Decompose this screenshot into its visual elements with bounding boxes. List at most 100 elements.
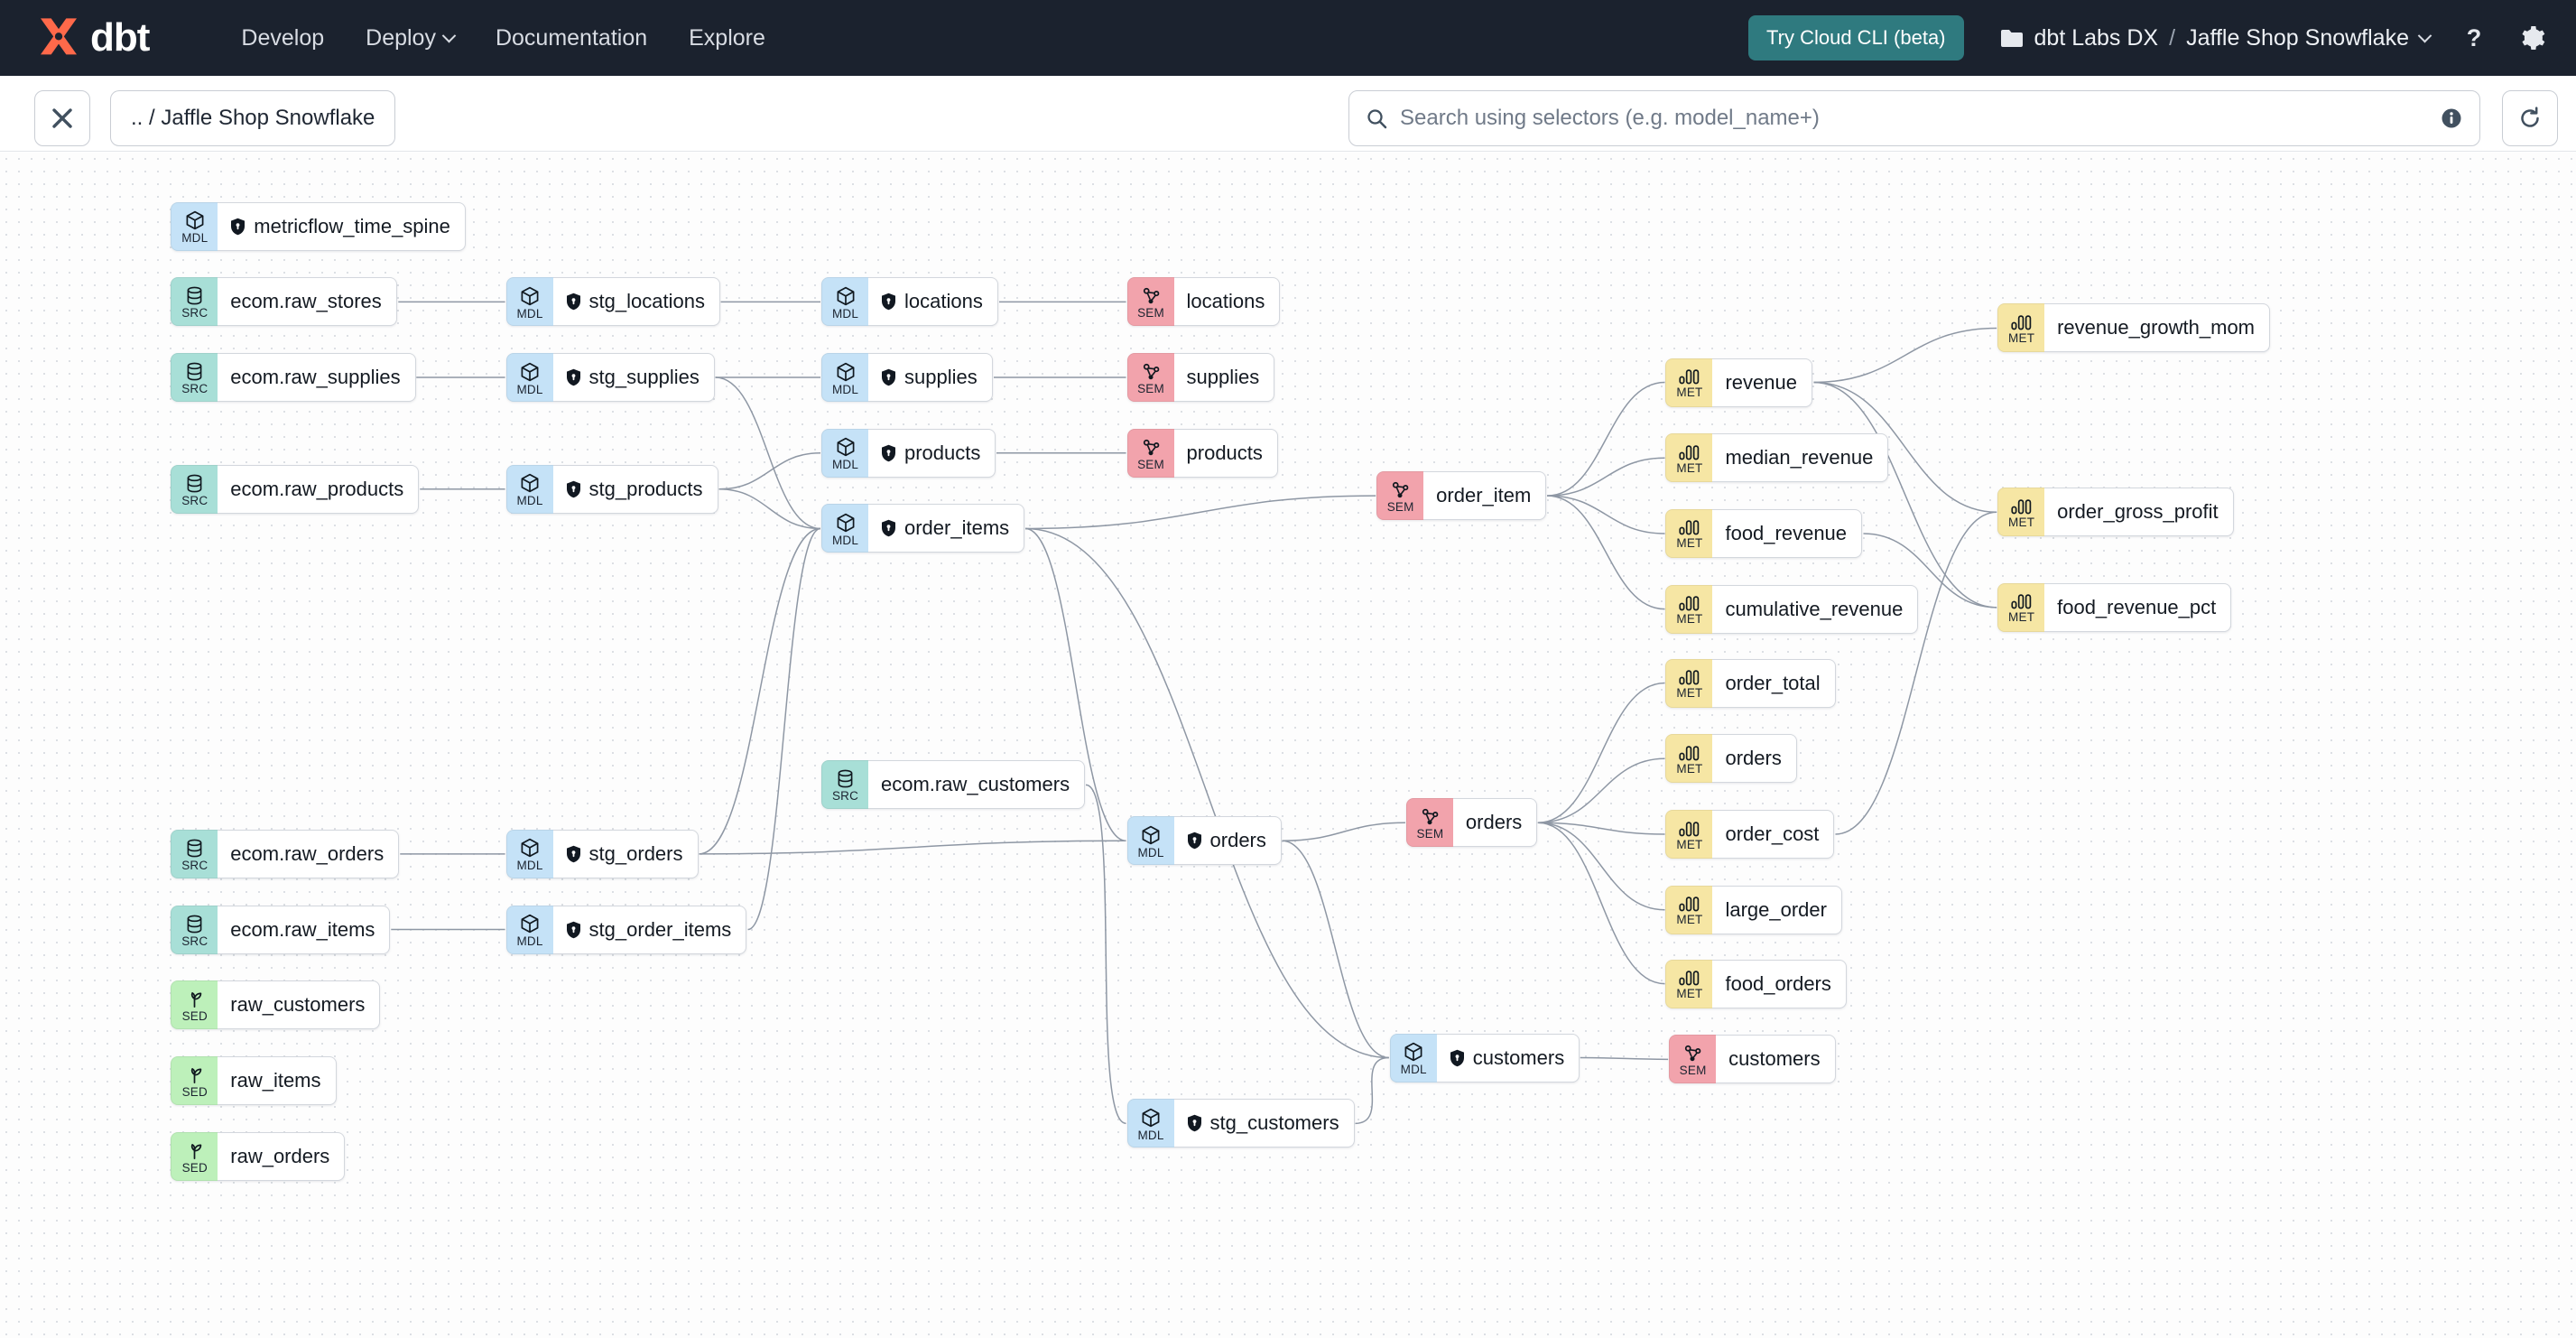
node-body[interactable]: ecom.raw_products: [218, 464, 420, 514]
node-body[interactable]: raw_items: [218, 1056, 337, 1105]
node-body[interactable]: ecom.raw_stores: [218, 277, 397, 327]
node-body[interactable]: order_total: [1712, 658, 1836, 708]
node-type-code: MDL: [1137, 1128, 1164, 1142]
node-body[interactable]: ecom.raw_supplies: [218, 353, 416, 403]
node-body[interactable]: revenue_growth_mom: [2044, 303, 2271, 353]
node-body[interactable]: ecom.raw_items: [218, 905, 391, 954]
node-body[interactable]: orders: [1712, 734, 1797, 784]
nav-item-documentation[interactable]: Documentation: [496, 25, 647, 51]
try-cloud-cli-button[interactable]: Try Cloud CLI (beta): [1748, 15, 1964, 60]
gear-icon[interactable]: [2518, 24, 2545, 51]
node-body[interactable]: locations: [868, 277, 998, 327]
node-body[interactable]: stg_products: [552, 464, 718, 514]
nav-item-deploy[interactable]: Deploy: [366, 25, 457, 51]
node-body[interactable]: raw_customers: [218, 980, 381, 1030]
node-body[interactable]: products: [1173, 428, 1278, 478]
node-body[interactable]: orders: [1173, 816, 1282, 866]
node-body[interactable]: ecom.raw_customers: [868, 760, 1086, 810]
nav-item-develop[interactable]: Develop: [241, 25, 324, 51]
search-bar[interactable]: [1348, 90, 2480, 146]
node-body[interactable]: supplies: [868, 353, 993, 403]
node-body[interactable]: stg_orders: [552, 829, 699, 878]
node-type-badge-sem: SEM: [1405, 798, 1453, 848]
graph-node-stg_customers[interactable]: MDL stg_customers: [1126, 1099, 1355, 1148]
node-body[interactable]: order_item: [1423, 471, 1547, 521]
node-body[interactable]: stg_customers: [1173, 1099, 1355, 1148]
question-mark-icon[interactable]: ?: [2460, 24, 2488, 51]
node-body[interactable]: food_orders: [1712, 959, 1847, 1008]
account-project-breadcrumb[interactable]: dbt Labs DX / Jaffle Shop Snowflake: [2000, 25, 2432, 51]
node-body[interactable]: stg_supplies: [552, 353, 715, 403]
node-body[interactable]: order_items: [868, 504, 1025, 553]
node-body[interactable]: large_order: [1712, 885, 1842, 934]
node-body[interactable]: customers: [1436, 1033, 1580, 1082]
nav-item-explore[interactable]: Explore: [689, 25, 765, 51]
node-body[interactable]: order_gross_profit: [2044, 488, 2234, 537]
node-body[interactable]: raw_orders: [218, 1131, 346, 1181]
close-button[interactable]: [34, 90, 90, 146]
node-body[interactable]: food_revenue_pct: [2044, 582, 2232, 632]
node-body[interactable]: median_revenue: [1712, 433, 1889, 483]
refresh-button[interactable]: [2502, 90, 2558, 146]
node-body[interactable]: stg_order_items: [552, 905, 747, 954]
node-body[interactable]: products: [868, 428, 996, 478]
node-label: revenue_growth_mom: [2057, 316, 2256, 339]
breadcrumb-button[interactable]: .. / Jaffle Shop Snowflake: [110, 90, 396, 146]
node-body[interactable]: revenue: [1712, 358, 1812, 407]
node-body[interactable]: ecom.raw_orders: [218, 829, 400, 878]
dbt-logo[interactable]: dbt: [34, 15, 150, 60]
node-body[interactable]: metricflow_time_spine: [218, 201, 466, 251]
node-body[interactable]: customers: [1716, 1035, 1836, 1084]
node-body[interactable]: supplies: [1173, 353, 1275, 403]
shield-icon: [566, 845, 580, 863]
search-input[interactable]: [1400, 106, 2440, 131]
node-body[interactable]: locations: [1173, 277, 1281, 327]
info-icon[interactable]: [2440, 107, 2463, 130]
node-body[interactable]: order_cost: [1712, 810, 1835, 859]
node-body[interactable]: cumulative_revenue: [1712, 584, 1919, 634]
node-body[interactable]: stg_locations: [552, 277, 720, 327]
node-body[interactable]: food_revenue: [1712, 508, 1863, 558]
node-body[interactable]: orders: [1452, 798, 1538, 848]
